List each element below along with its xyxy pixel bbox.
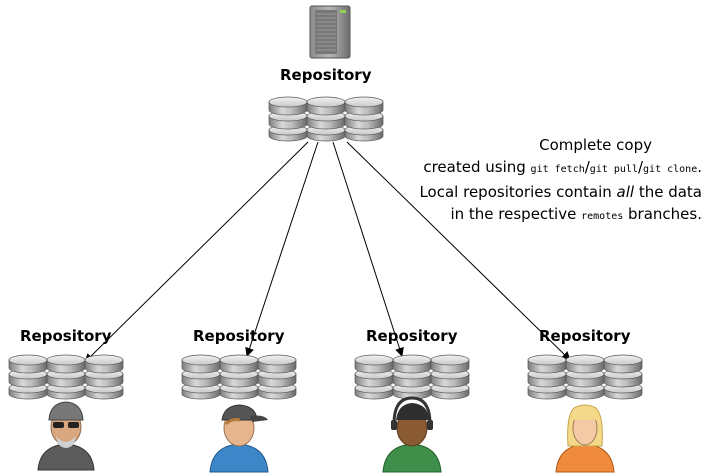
caption-separator: / xyxy=(584,158,590,176)
caption-text: in the respective xyxy=(450,205,582,223)
git-fetch-command: git fetch xyxy=(530,164,585,175)
caption-line-4: in the respective remotes branches. xyxy=(380,203,702,228)
caption-separator: / xyxy=(637,158,644,176)
remotes-keyword: remotes xyxy=(581,211,624,222)
client-repository-icon xyxy=(354,354,470,400)
server-repository-label: Repository xyxy=(280,66,372,84)
caption-line-3: Local repositories contain all the data xyxy=(380,181,702,203)
caption-text: created using xyxy=(423,158,531,176)
user-blonde-icon xyxy=(555,404,615,473)
client-repository-icon xyxy=(8,354,124,400)
client-repository-icon xyxy=(181,354,297,400)
caption-text: branches. xyxy=(623,205,702,223)
clone-arrow-1 xyxy=(84,141,309,363)
caption-emphasis: all xyxy=(616,183,635,201)
clone-arrow-2 xyxy=(245,141,319,357)
client-repository-label-2: Repository xyxy=(193,327,285,345)
user-headset-icon xyxy=(382,396,442,473)
server-icon xyxy=(309,5,351,59)
caption-line-2: created using git fetch/git pull/git clo… xyxy=(380,156,702,181)
clone-arrow-4 xyxy=(346,141,571,361)
user-sunglasses-icon xyxy=(37,401,95,471)
client-repository-label-1: Repository xyxy=(20,327,112,345)
caption-text: the data xyxy=(634,183,702,201)
git-clone-command: git clone xyxy=(643,164,698,175)
caption-text: . xyxy=(697,158,702,176)
client-repository-label-3: Repository xyxy=(366,327,458,345)
client-repository-icon xyxy=(527,354,643,400)
clone-caption: Complete copy created using git fetch/gi… xyxy=(380,134,702,228)
user-cap-icon xyxy=(209,404,269,473)
server-repository-icon xyxy=(268,96,384,142)
client-repository-label-4: Repository xyxy=(539,327,631,345)
caption-text: Local repositories contain xyxy=(419,183,617,201)
clone-arrow-3 xyxy=(332,141,404,357)
caption-line-1: Complete copy xyxy=(539,136,652,154)
git-pull-command: git pull xyxy=(589,164,638,175)
